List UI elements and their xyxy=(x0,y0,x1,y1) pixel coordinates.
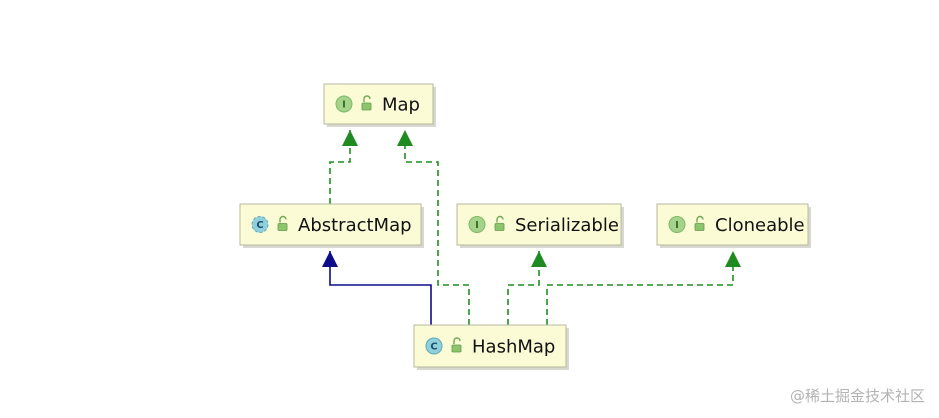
edge-hashmap-extends-abstractmap xyxy=(322,251,432,325)
node-label: Map xyxy=(382,95,420,116)
node-box xyxy=(239,203,422,246)
edge-hashmap-implements-cloneable xyxy=(546,251,741,325)
node-hashmap[interactable]: C HashMap xyxy=(413,324,569,370)
arrow-head-icon xyxy=(342,130,358,146)
watermark-text: @稀土掘金技术社区 xyxy=(789,387,925,405)
edge-hashmap-implements-map xyxy=(397,130,470,325)
badge-letter: I xyxy=(675,220,679,231)
node-label: HashMap xyxy=(472,337,555,358)
node-serializable[interactable]: I Serializable xyxy=(456,203,624,248)
node-label: Cloneable xyxy=(715,215,805,236)
edges-layer xyxy=(322,130,741,325)
edge-line xyxy=(329,130,351,204)
node-label: AbstractMap xyxy=(298,215,412,236)
unlock-icon xyxy=(451,337,462,353)
arrow-head-icon xyxy=(397,130,413,146)
edge-line xyxy=(546,251,734,325)
class-badge-icon: C xyxy=(425,337,443,355)
arrow-head-icon xyxy=(725,251,741,267)
edge-hashmap-implements-serializable xyxy=(507,251,547,325)
edge-line xyxy=(404,130,470,325)
arrow-head-icon xyxy=(531,251,547,267)
unlock-icon xyxy=(694,215,705,231)
node-abstractmap[interactable]: C AbstractMap xyxy=(239,203,424,248)
node-cloneable[interactable]: I Cloneable xyxy=(656,203,811,248)
edge-abstractmap-implements-map xyxy=(329,130,358,204)
unlock-icon xyxy=(277,215,288,231)
edge-line xyxy=(329,251,432,325)
unlock-icon xyxy=(361,95,372,111)
badge-letter: I xyxy=(342,100,346,111)
badge-letter: C xyxy=(430,342,437,353)
interface-badge-icon: I xyxy=(335,95,353,113)
node-map[interactable]: I Map xyxy=(323,83,436,127)
interface-badge-icon: I xyxy=(468,216,486,233)
badge-letter: I xyxy=(475,220,479,231)
interface-badge-icon: I xyxy=(668,216,686,233)
abstract-class-badge-icon: C xyxy=(251,216,269,233)
badge-letter: C xyxy=(256,220,263,231)
unlock-icon xyxy=(494,215,505,231)
arrow-head-icon xyxy=(322,251,338,267)
edge-line xyxy=(507,251,540,325)
node-label: Serializable xyxy=(515,215,619,236)
